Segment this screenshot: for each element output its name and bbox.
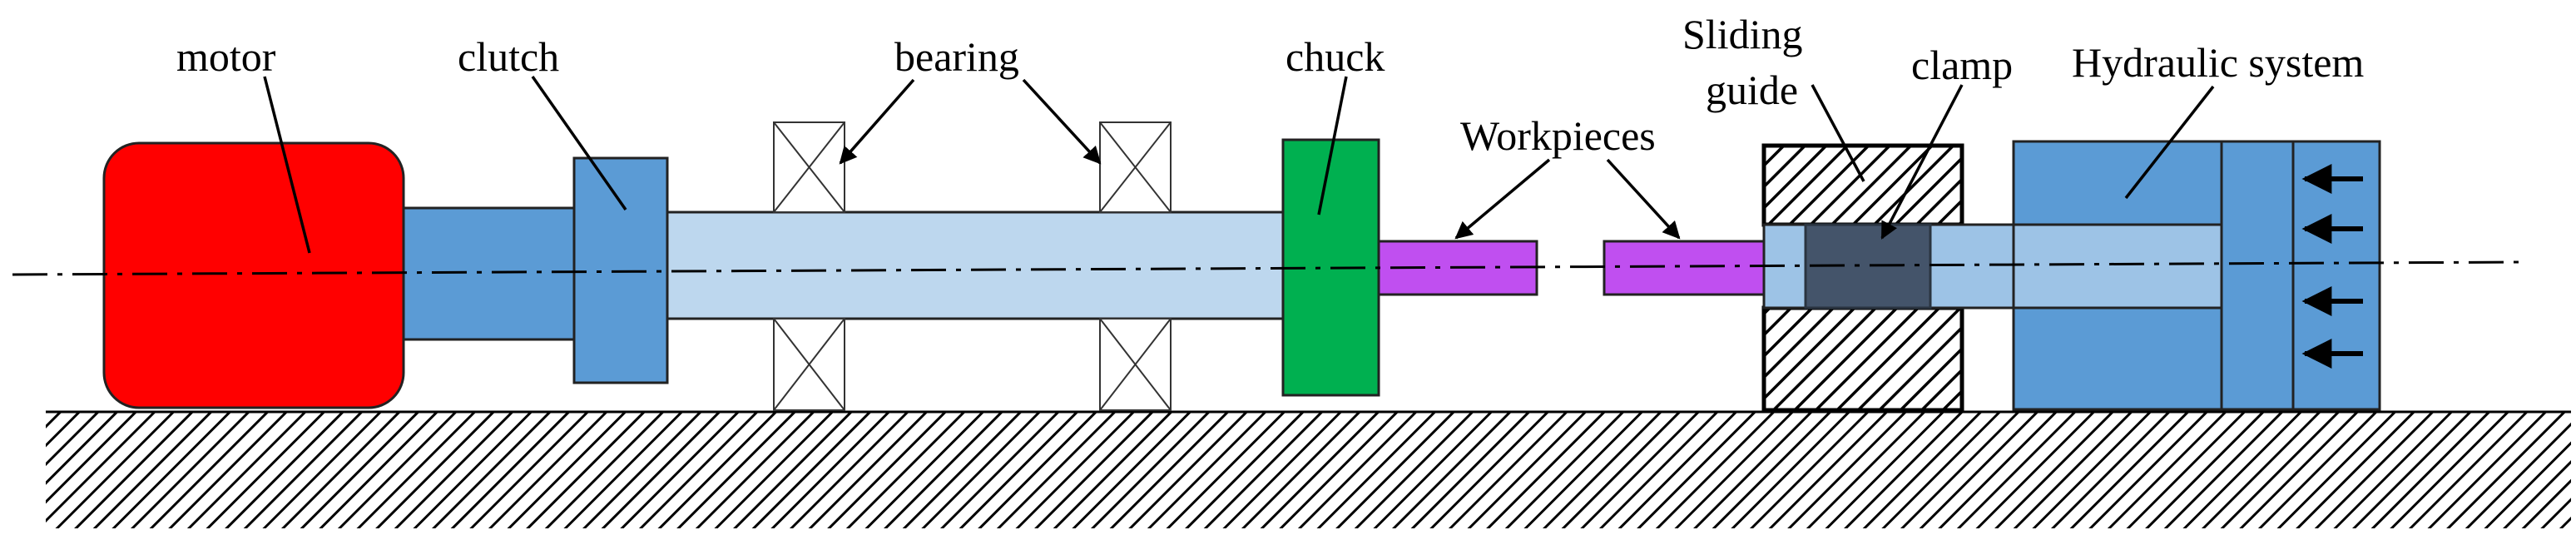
bearing-right bbox=[1099, 121, 1172, 411]
sliding-guide-top bbox=[1761, 143, 1964, 227]
workpiece-right bbox=[1603, 240, 1766, 296]
crossed-box-icon bbox=[1099, 318, 1172, 411]
clamp-leader bbox=[1880, 84, 1964, 240]
ground-base bbox=[46, 412, 2571, 528]
label-sliding-guide-line2: guide bbox=[1706, 67, 1798, 113]
crossed-box-icon bbox=[773, 318, 845, 411]
label-clamp: clamp bbox=[1911, 42, 2013, 88]
workpieces-leader-left bbox=[1454, 158, 1551, 240]
label-bearing: bearing bbox=[894, 33, 1019, 80]
bearing-left bbox=[773, 121, 845, 411]
workpieces-leader-right bbox=[1606, 158, 1681, 240]
clamp-body bbox=[1804, 223, 1932, 310]
chuck-leader bbox=[1317, 76, 1348, 215]
motor-body bbox=[102, 141, 405, 409]
crossed-box-icon bbox=[1099, 121, 1172, 213]
clutch-leader bbox=[531, 75, 627, 211]
hydraulic-piston-head bbox=[2220, 140, 2295, 411]
pressure-arrows bbox=[2301, 164, 2363, 369]
bearing-leader-left bbox=[839, 78, 915, 165]
label-hydraulic-system: Hydraulic system bbox=[2072, 39, 2364, 86]
label-clutch: clutch bbox=[458, 33, 559, 80]
hydraulic-leader bbox=[2124, 85, 2215, 200]
crossed-box-icon bbox=[773, 121, 845, 213]
label-motor: motor bbox=[176, 33, 276, 80]
piston-rod-inside bbox=[2012, 223, 2223, 310]
motor-leader bbox=[263, 76, 311, 254]
label-sliding-guide-line1: Sliding bbox=[1682, 11, 1802, 57]
hydraulic-chamber bbox=[2291, 140, 2381, 411]
motor-shaft bbox=[402, 206, 576, 341]
label-workpieces: Workpieces bbox=[1460, 112, 1656, 159]
label-chuck: chuck bbox=[1286, 33, 1385, 80]
sliding-guide-leader bbox=[1811, 84, 1865, 182]
bearing-leader-right bbox=[1022, 78, 1102, 165]
spindle-shaft bbox=[666, 211, 1285, 320]
sliding-guide-bottom bbox=[1761, 305, 1964, 413]
